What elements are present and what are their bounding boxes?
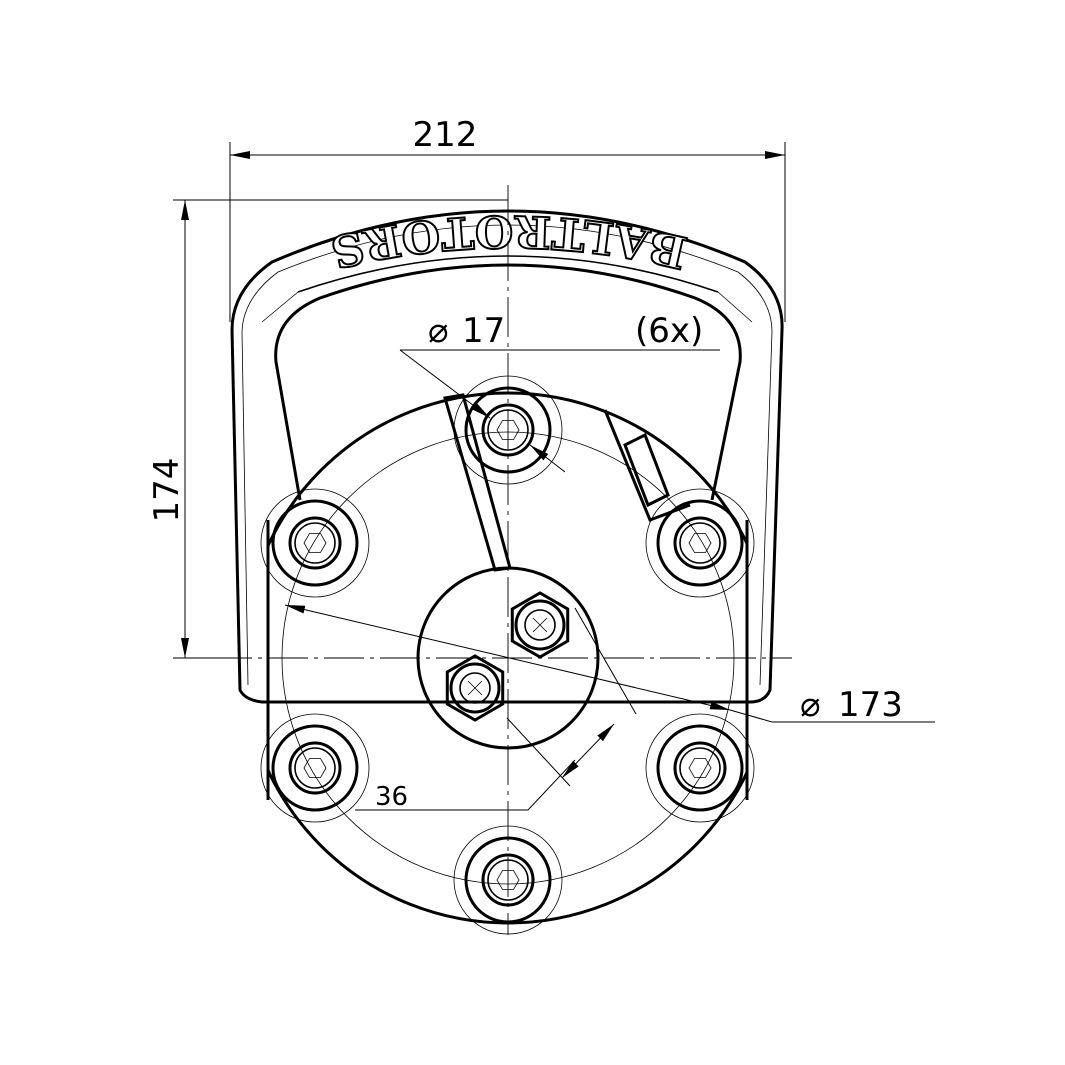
bolt-group — [260, 375, 755, 935]
bolt — [260, 488, 370, 598]
hole-diameter-dimension: ⌀ 17 (6x) — [399, 311, 720, 473]
bolt-circle-label: 173 — [838, 685, 903, 725]
hole-diameter-label: 17 — [462, 311, 505, 351]
width-label: 212 — [413, 115, 478, 155]
hub-nut — [445, 654, 505, 722]
diameter-symbol: ⌀ — [428, 311, 448, 351]
latch — [623, 432, 670, 508]
bolt — [645, 488, 755, 598]
offset-label: 36 — [375, 782, 408, 812]
flap — [443, 393, 512, 572]
diameter-symbol: ⌀ — [800, 685, 820, 725]
hub-nut — [510, 591, 570, 659]
bolt-circle-dimension: ⌀ 173 — [284, 604, 935, 725]
height-dimension: 174 — [147, 199, 508, 659]
bolt — [645, 713, 755, 823]
handle-frame — [230, 209, 784, 704]
height-label: 174 — [147, 458, 187, 523]
bracket — [603, 409, 691, 522]
offset-dimension: 36 — [355, 607, 637, 812]
width-dimension: 212 — [229, 115, 786, 322]
bolt — [260, 713, 370, 823]
hole-count-label: (6x) — [635, 311, 703, 351]
logo-text: BALTROTORS — [324, 205, 691, 278]
